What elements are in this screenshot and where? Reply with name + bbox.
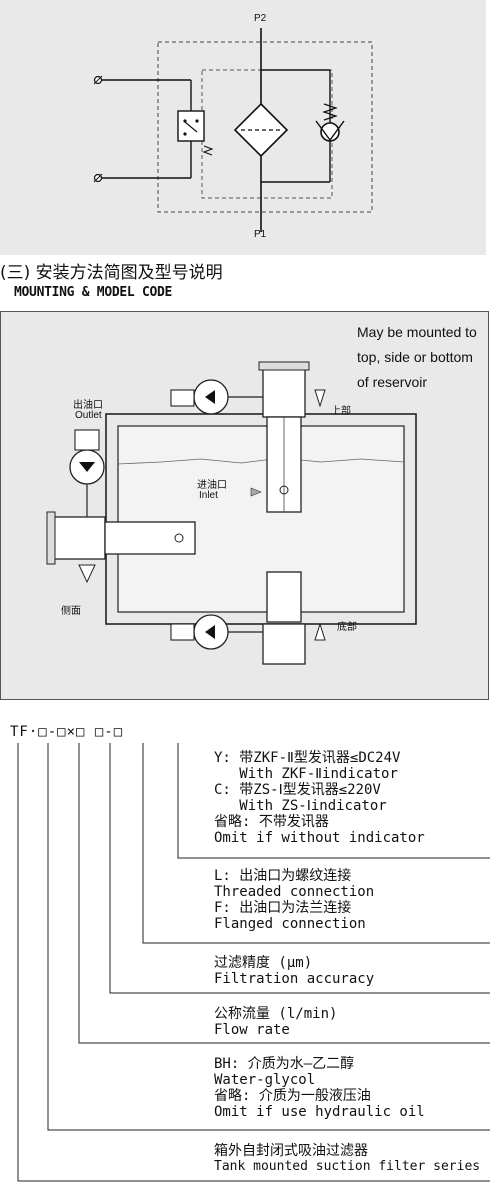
option-medium-line: Omit if use hydraulic oil — [214, 1104, 425, 1120]
model-code: TF·□-□×□ □-□ — [10, 724, 124, 740]
inlet-label-en: Inlet — [199, 490, 218, 501]
mount-note-line-3: of reservoir — [357, 374, 428, 390]
option-connection-line: L: 出油口为螺纹连接 — [214, 868, 352, 884]
port-p1-label: P1 — [254, 229, 267, 240]
option-flow-rate: 公称流量 (l/min) Flow rate — [214, 1006, 337, 1038]
option-indicator-line: With ZKF-Ⅱindicator — [214, 766, 398, 782]
mount-note-line-1: May be mounted to — [357, 324, 477, 340]
mounting-drawing-panel: May be mounted to top, side or bottom of… — [0, 311, 489, 700]
option-indicator-line: Omit if without indicator — [214, 830, 425, 846]
option-series: 箱外自封闭式吸油过滤器 Tank mounted suction filter … — [214, 1143, 480, 1175]
option-filtration-line: Filtration accuracy — [214, 971, 375, 987]
mount-note-line-2: top, side or bottom — [357, 349, 473, 365]
top-label: 上部 — [331, 406, 351, 417]
hydraulic-symbol-panel: P2 P1 — [0, 0, 486, 255]
option-filtration-line: 过滤精度 (μm) — [214, 955, 313, 971]
option-connection: L: 出油口为螺纹连接 Threaded connection F: 出油口为法… — [214, 868, 374, 932]
option-medium-line: Water-glycol — [214, 1072, 316, 1088]
section-title-en: MOUNTING & MODEL CODE — [14, 285, 173, 300]
option-series-line: Tank mounted suction filter series — [214, 1159, 481, 1174]
hydraulic-symbol — [93, 28, 373, 232]
option-medium-line: BH: 介质为水—乙二醇 — [214, 1056, 355, 1072]
option-series-line: 箱外自封闭式吸油过滤器 — [214, 1143, 368, 1159]
option-connection-line: Flanged connection — [214, 916, 366, 932]
mounting-drawing — [46, 361, 417, 665]
option-connection-line: F: 出油口为法兰连接 — [214, 900, 352, 916]
option-indicator-line: Y: 带ZKF-Ⅱ型发讯器≤DC24V — [214, 750, 401, 766]
outlet-label-cn: 出油口 — [73, 400, 103, 411]
section-title-cn: (三) 安装方法简图及型号说明 — [0, 263, 223, 283]
option-indicator-line: C: 带ZS-Ⅰ型发讯器≤220V — [214, 782, 381, 798]
option-flow-rate-line: Flow rate — [214, 1022, 290, 1038]
inlet-label-cn: 进油口 — [197, 480, 227, 491]
side-label: 侧面 — [61, 606, 81, 617]
option-indicator: Y: 带ZKF-Ⅱ型发讯器≤DC24V With ZKF-Ⅱindicator … — [214, 750, 425, 846]
option-filtration: 过滤精度 (μm) Filtration accuracy — [214, 955, 374, 987]
bottom-label: 底部 — [337, 622, 357, 633]
option-indicator-line: With ZS-Ⅰindicator — [214, 798, 387, 814]
option-indicator-line: 省略: 不带发讯器 — [214, 814, 329, 830]
option-connection-line: Threaded connection — [214, 884, 375, 900]
port-p2-label: P2 — [254, 13, 267, 24]
option-medium-line: 省略: 介质为一般液压油 — [214, 1088, 371, 1104]
outlet-label-en: Outlet — [75, 410, 102, 421]
option-medium: BH: 介质为水—乙二醇 Water-glycol 省略: 介质为一般液压油 O… — [214, 1056, 425, 1120]
option-flow-rate-line: 公称流量 (l/min) — [214, 1006, 338, 1022]
